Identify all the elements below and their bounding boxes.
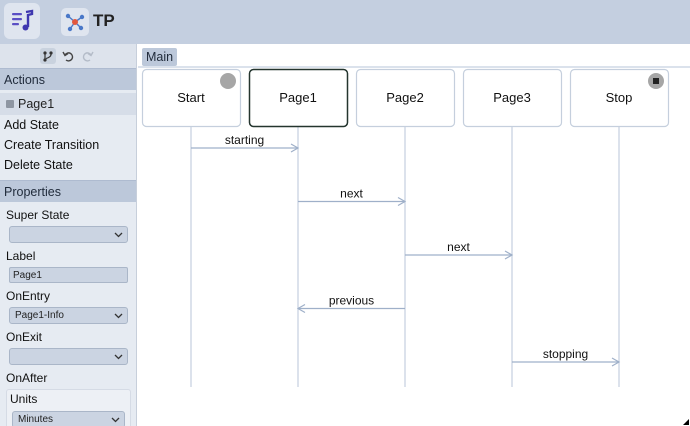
branch-icon[interactable] xyxy=(40,48,56,64)
state-label: Stop xyxy=(606,90,633,105)
state-box-page2[interactable]: Page2 xyxy=(355,68,456,128)
state-square-icon xyxy=(6,100,14,108)
transition-label: stopping xyxy=(543,347,588,361)
chevron-down-icon xyxy=(114,313,123,319)
add-state-button[interactable]: Add State xyxy=(4,118,59,132)
on-entry-label: OnEntry xyxy=(6,289,51,303)
project-title: TP xyxy=(93,11,115,30)
main-canvas: Main Start Page1 Page2 Page3 Stop starting nex… xyxy=(138,44,690,426)
on-after-label: OnAfter xyxy=(6,371,48,385)
transition-label: next xyxy=(340,187,363,201)
label-label: Label xyxy=(6,249,36,263)
transition-label: starting xyxy=(225,133,264,147)
transition-label: next xyxy=(447,240,470,254)
units-group: Units Minutes xyxy=(6,389,131,426)
units-label: Units xyxy=(10,392,38,406)
chevron-down-icon xyxy=(114,232,123,238)
on-exit-select[interactable] xyxy=(9,348,128,365)
arrow-head-icon xyxy=(504,250,514,260)
super-state-select[interactable] xyxy=(9,226,128,243)
state-label: Page1 xyxy=(279,90,317,105)
tab-strip xyxy=(138,66,690,68)
state-box-page3[interactable]: Page3 xyxy=(462,68,563,128)
units-select[interactable]: Minutes xyxy=(12,411,125,426)
transition-stopping[interactable]: stopping xyxy=(512,347,621,367)
transition-previous[interactable]: previous xyxy=(296,294,405,314)
state-box-stop[interactable]: Stop xyxy=(569,68,670,128)
state-label: Page3 xyxy=(493,90,531,105)
state-label: Page2 xyxy=(386,90,424,105)
sidebar: Actions Page1 Add State Create Transitio… xyxy=(0,44,137,426)
chevron-down-icon xyxy=(111,417,120,423)
network-nodes-icon[interactable] xyxy=(61,8,89,36)
create-transition-button[interactable]: Create Transition xyxy=(4,138,100,152)
transition-starting[interactable]: starting xyxy=(191,133,300,153)
state-box-start[interactable]: Start xyxy=(141,68,242,128)
transition-next[interactable]: next xyxy=(298,187,407,207)
transition-next[interactable]: next xyxy=(405,240,514,260)
start-circle-icon xyxy=(220,73,236,89)
sequence-diagram: Start Page1 Page2 Page3 Stop starting next next… xyxy=(141,68,670,387)
label-field[interactable]: Page1 xyxy=(9,267,128,283)
arrow-head-icon xyxy=(290,143,300,153)
on-exit-label: OnExit xyxy=(6,330,43,344)
sidebar-toolbar xyxy=(0,44,136,68)
redo-icon[interactable] xyxy=(80,48,96,64)
super-state-label: Super State xyxy=(6,208,70,222)
music-note-icon[interactable] xyxy=(4,3,40,39)
actions-header: Actions xyxy=(0,68,136,90)
tab-main[interactable]: Main xyxy=(142,48,178,66)
chevron-down-icon xyxy=(114,354,123,360)
state-label: Start xyxy=(177,90,205,105)
top-bar: TP xyxy=(0,0,690,44)
transition-label: previous xyxy=(329,294,374,308)
stop-square-icon xyxy=(653,78,659,84)
arrow-head-icon xyxy=(296,303,306,314)
selected-state-label: Page1 xyxy=(18,97,55,111)
undo-icon[interactable] xyxy=(60,48,76,64)
arrow-head-icon xyxy=(611,357,621,367)
properties-header: Properties xyxy=(0,180,136,202)
selected-state-item[interactable]: Page1 xyxy=(0,93,136,115)
arrow-head-icon xyxy=(397,196,407,207)
on-entry-select[interactable]: Page1-Info xyxy=(9,307,128,324)
state-box-page1[interactable]: Page1 xyxy=(248,68,349,128)
delete-state-button[interactable]: Delete State xyxy=(4,158,73,172)
